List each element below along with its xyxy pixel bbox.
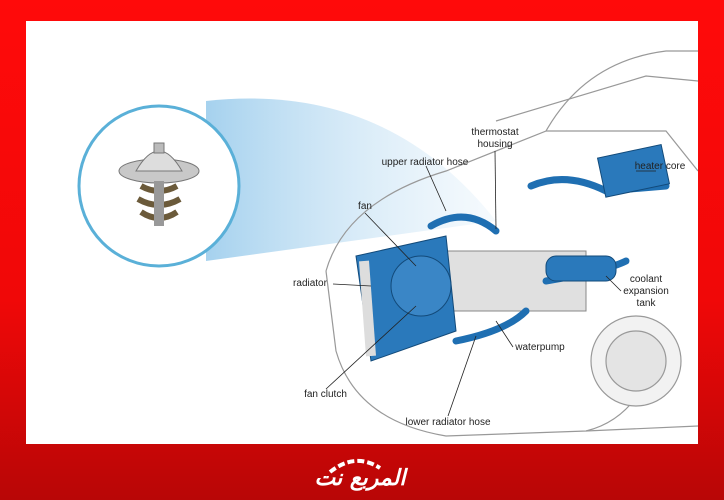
- label-thermostat-housing: thermostat housing: [465, 127, 525, 151]
- label-line: housing: [477, 139, 513, 150]
- heater-core-shape: [596, 143, 671, 198]
- label-fan-clutch: fan clutch: [304, 389, 347, 400]
- logo-text: المربع نت: [314, 466, 406, 491]
- thermostat-icon: [118, 142, 200, 226]
- label-radiator: radiator: [293, 278, 327, 289]
- speedometer-arc-icon: [328, 459, 382, 474]
- label-line: coolant: [629, 274, 663, 285]
- brand-logo: المربع نت: [300, 452, 420, 492]
- diagram-panel: thermostat housing upper radiator hose h…: [26, 21, 698, 444]
- label-coolant-expansion-tank: coolant expansion tank: [620, 274, 672, 310]
- fan-shape: [390, 255, 452, 317]
- expansion-tank-shape: [545, 255, 617, 282]
- label-line: thermostat: [471, 127, 519, 138]
- label-line: tank: [636, 298, 656, 309]
- car-outline: [325, 50, 698, 437]
- cooling-system-illustration: [77, 50, 698, 437]
- magnify-beam: [206, 98, 496, 261]
- label-upper-radiator-hose: upper radiator hose: [381, 157, 469, 168]
- leader-lines: [325, 150, 656, 417]
- label-line: expansion: [623, 286, 669, 297]
- label-lower-radiator-hose: lower radiator hose: [405, 417, 491, 428]
- label-fan: fan: [358, 201, 372, 212]
- label-waterpump: waterpump: [515, 342, 565, 353]
- label-heater-core: heater core: [634, 161, 686, 172]
